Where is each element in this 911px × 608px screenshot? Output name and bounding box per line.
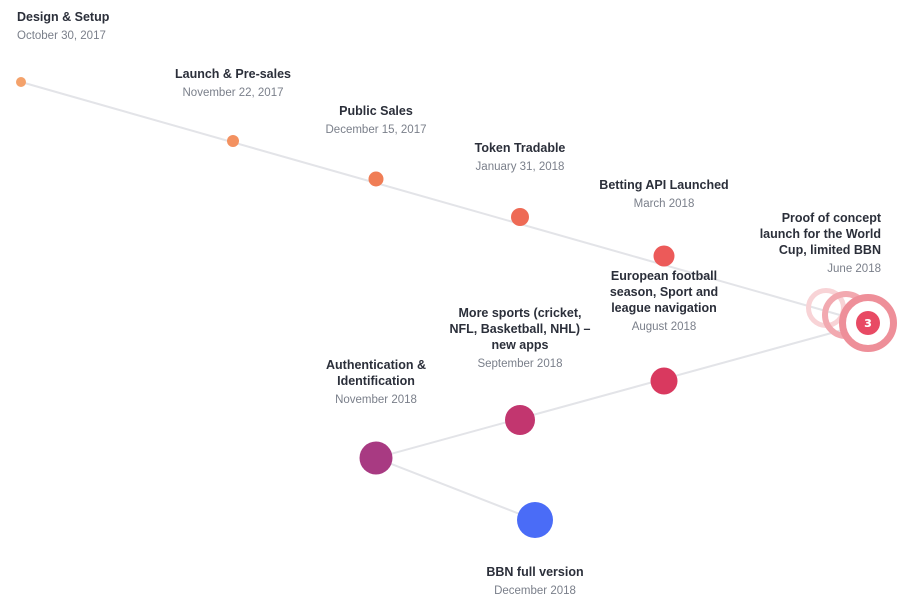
connector-line	[375, 322, 869, 459]
milestone-date: November 2018	[335, 394, 417, 406]
bbn-logo-icon: ɜ	[864, 315, 872, 331]
milestone-label-design-setup: Design & Setup October 30, 2017	[17, 9, 109, 44]
milestone-title: BBN full version	[486, 565, 584, 579]
milestone-date: March 2018	[633, 198, 695, 210]
milestone-label-token-tradable: Token Tradable January 31, 2018	[475, 140, 566, 175]
milestone-title: European football season, Sport and leag…	[609, 269, 719, 315]
milestone-dot[interactable]	[16, 77, 26, 87]
milestone-title: Design & Setup	[17, 10, 110, 24]
connector-line	[20, 81, 869, 324]
milestone-label-launch-presales: Launch & Pre-sales November 22, 2017	[175, 66, 291, 101]
milestone-date: January 31, 2018	[475, 161, 565, 173]
milestone-title: Proof of concept launch for the World Cu…	[759, 211, 881, 257]
milestone-title: Launch & Pre-sales	[174, 67, 292, 81]
milestone-title: Public Sales	[339, 104, 413, 118]
milestone-dot[interactable]	[227, 135, 239, 147]
milestone-date: December 15, 2017	[325, 124, 427, 136]
milestone-dot[interactable]: ɜ	[856, 311, 880, 335]
milestone-date: August 2018	[631, 321, 697, 333]
milestone-title: More sports (cricket, NFL, Basketball, N…	[449, 306, 591, 352]
milestone-title: Authentication & Identification	[326, 358, 426, 388]
milestone-date: November 22, 2017	[182, 87, 284, 99]
milestone-label-proof-of-concept: Proof of concept launch for the World Cu…	[741, 210, 881, 277]
milestone-label-european-football: European football season, Sport and leag…	[599, 268, 729, 335]
milestone-label-public-sales: Public Sales December 15, 2017	[325, 103, 426, 138]
milestone-dot[interactable]	[517, 502, 553, 538]
milestone-dot[interactable]	[359, 441, 393, 475]
milestone-dot[interactable]	[505, 405, 535, 435]
milestone-label-authentication: Authentication & Identification November…	[316, 357, 436, 408]
milestone-title: Token Tradable	[474, 141, 566, 155]
milestone-dot[interactable]	[650, 367, 678, 395]
milestone-date: June 2018	[827, 263, 881, 275]
milestone-date: October 30, 2017	[17, 30, 106, 42]
milestone-label-more-sports: More sports (cricket, NFL, Basketball, N…	[445, 305, 595, 372]
milestone-date: December 2018	[494, 585, 576, 597]
milestone-dot[interactable]	[511, 208, 529, 226]
milestone-dot[interactable]	[368, 171, 384, 187]
connector-line	[375, 457, 536, 521]
milestone-label-bbn-full-version: BBN full version December 2018	[486, 564, 583, 599]
milestone-label-betting-api: Betting API Launched March 2018	[599, 177, 728, 212]
milestone-dot[interactable]	[653, 245, 675, 267]
milestone-title: Betting API Launched	[599, 178, 729, 192]
milestone-date: September 2018	[477, 358, 563, 370]
